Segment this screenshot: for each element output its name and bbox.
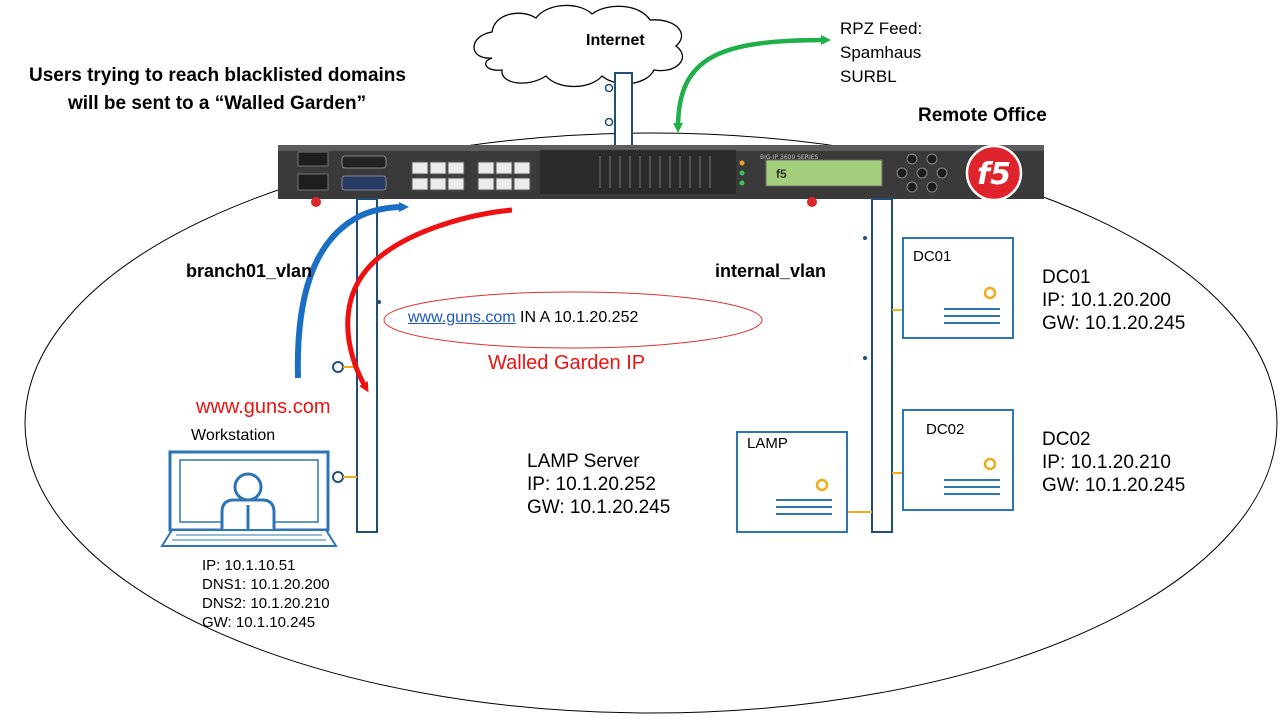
rpz-feed-label: RPZ Feed: Spamhaus SURBL <box>840 19 923 86</box>
remote-office-boundary <box>24 132 1278 714</box>
branch01-vlan-bus <box>356 198 378 533</box>
appliance-model-text: BIG-IP 3600 SERIES <box>760 154 819 161</box>
dns-record-text: www.guns.com IN A 10.1.20.252 <box>408 309 639 327</box>
headline-line2: will be sent to a “Walled Garden” <box>68 93 367 114</box>
vlan-port <box>332 471 344 483</box>
workstation-icon <box>160 450 338 547</box>
dc02-info: DC02 IP: 10.1.20.210 GW: 10.1.20.245 <box>1042 429 1186 496</box>
dc02-box-label: DC02 <box>926 421 965 438</box>
dns-record-domain-link[interactable]: www.guns.com <box>408 309 516 326</box>
lamp-box-label: LAMP <box>747 435 788 452</box>
dns-record-rest: IN A 10.1.20.252 <box>515 309 639 326</box>
dns-record-oval <box>383 291 763 349</box>
internet-uplink <box>614 72 633 148</box>
cloud-icon <box>473 4 683 88</box>
dns-query-arrow <box>294 202 409 379</box>
dc01-box-label: DC01 <box>913 248 952 265</box>
lamp-info: LAMP Server IP: 10.1.20.252 GW: 10.1.20.… <box>527 451 671 518</box>
server-icon <box>736 431 848 533</box>
f5-appliance-icon: BIG-IP 3600 SERIES f5 f5 <box>278 144 1044 207</box>
workstation-info: IP: 10.1.10.51 DNS1: 10.1.20.200 DNS2: 1… <box>202 557 330 631</box>
walled-garden-label: Walled Garden IP <box>488 352 646 374</box>
cloud-label: Internet <box>586 32 645 49</box>
appliance-lcd-text: f5 <box>776 167 787 181</box>
headline-line1: Users trying to reach blacklisted domain… <box>29 65 406 86</box>
dc01-info: DC01 IP: 10.1.20.200 GW: 10.1.20.245 <box>1042 267 1186 334</box>
request-domain-label: www.guns.com <box>196 396 331 418</box>
branch01-vlan-label: branch01_vlan <box>186 261 313 281</box>
workstation-title: Workstation <box>191 427 276 444</box>
rpz-feed-arrow <box>673 35 831 133</box>
vlan-port <box>332 361 344 373</box>
server-icon <box>902 237 1014 339</box>
site-label: Remote Office <box>918 105 1047 126</box>
dns-response-arrow <box>345 207 513 393</box>
internal-vlan-bus <box>871 198 893 533</box>
uplink-port <box>604 117 614 127</box>
internal-vlan-label: internal_vlan <box>715 261 827 281</box>
uplink-port <box>604 83 614 93</box>
f5-logo-text: f5 <box>977 157 1011 192</box>
server-icon <box>902 409 1014 511</box>
